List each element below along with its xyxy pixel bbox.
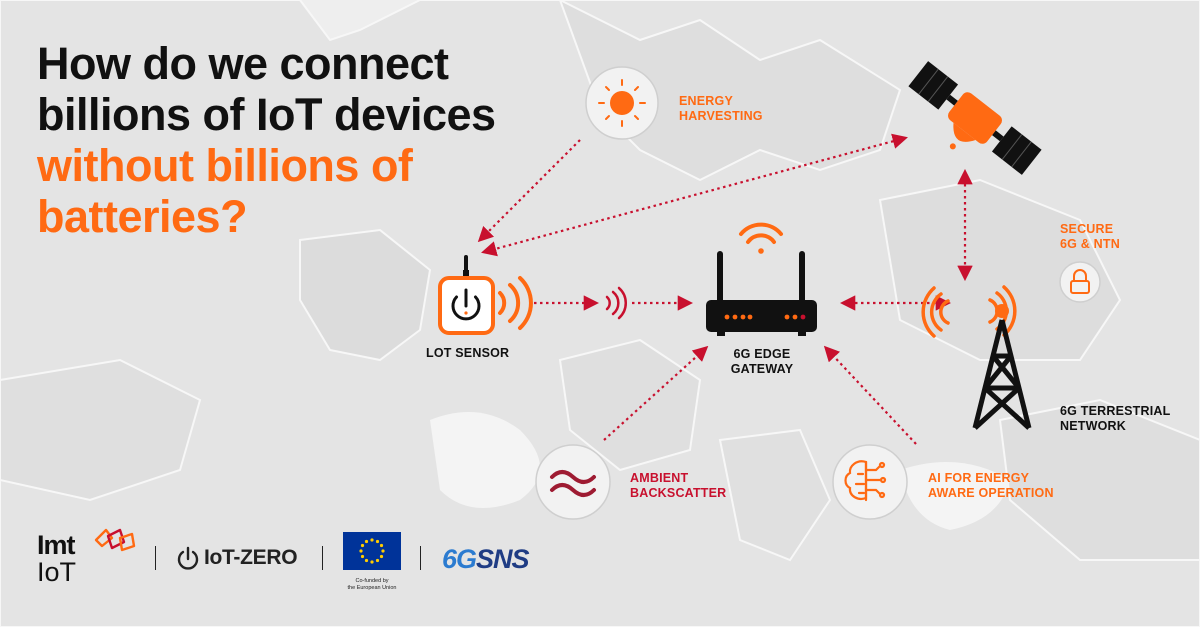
energy-harvesting-label-line-2: HARVESTING bbox=[679, 109, 763, 123]
wifi-icon bbox=[739, 222, 783, 254]
logo-divider-3 bbox=[420, 546, 421, 570]
edge-gateway-node bbox=[706, 222, 817, 336]
sensor-signal-waves-icon bbox=[498, 276, 533, 330]
lock-icon bbox=[1070, 269, 1090, 294]
edge-gateway-label-line-1: 6G EDGE bbox=[733, 347, 791, 361]
ai-energy-label: AI FOR ENERGY AWARE OPERATION bbox=[928, 471, 1054, 501]
iot-zero-logo-text: IoT-ZERO bbox=[204, 546, 298, 569]
connector-energy-to-sensor bbox=[477, 139, 581, 243]
eu-caption-line-2: the European Union bbox=[347, 584, 397, 591]
wave-icon bbox=[550, 470, 596, 497]
energy-harvesting-node bbox=[585, 66, 659, 140]
secure-label-line-1: SECURE bbox=[1060, 222, 1114, 236]
connector-backscatter-to-gateway bbox=[603, 345, 709, 441]
logo-divider-2 bbox=[322, 546, 323, 570]
ambient-backscatter-label: AMBIENT BACKSCATTER bbox=[630, 471, 726, 501]
power-sensor-icon bbox=[451, 288, 481, 321]
transmission-waves-icon bbox=[605, 286, 628, 320]
edge-gateway-label: 6G EDGE GATEWAY bbox=[719, 347, 805, 377]
terrestrial-network-label: 6G TERRESTRIAL NETWORK bbox=[1060, 404, 1170, 434]
eu-caption: Co-funded by the European Union bbox=[343, 578, 401, 591]
secure-label: SECURE 6G & NTN bbox=[1060, 222, 1120, 252]
eu-caption-line-1: Co-funded by bbox=[355, 578, 389, 584]
iot-sensor-label-text: LOT SENSOR bbox=[426, 346, 510, 360]
sun-icon bbox=[598, 79, 646, 127]
edge-gateway-label-line-2: GATEWAY bbox=[730, 362, 794, 376]
ai-energy-label-line-2: AWARE OPERATION bbox=[928, 486, 1054, 500]
connector-satellite-sensor bbox=[481, 133, 908, 257]
ambient-backscatter-label-line-1: AMBIENT bbox=[630, 471, 689, 485]
ai-energy-label-line-1: AI FOR ENERGY bbox=[928, 471, 1030, 485]
energy-harvesting-label: ENERGY HARVESTING bbox=[679, 94, 763, 124]
iot-sensor-label: LOT SENSOR bbox=[426, 346, 509, 361]
imt-iot-logo: Imt IoT bbox=[37, 532, 76, 586]
iot-zero-logo: IoT-ZERO bbox=[176, 546, 298, 570]
satellite-icon bbox=[908, 61, 1042, 175]
energy-harvesting-label-line-1: ENERGY bbox=[679, 94, 733, 108]
imt-logo-mark-icon bbox=[94, 528, 136, 552]
ambient-backscatter-label-line-2: BACKSCATTER bbox=[630, 486, 727, 500]
headline-line-2: billions of IoT devices bbox=[37, 89, 496, 140]
logo-divider-1 bbox=[155, 546, 156, 570]
power-logo-icon bbox=[177, 546, 199, 570]
router-icon bbox=[706, 251, 817, 336]
6g-sns-logo-prefix: 6G bbox=[442, 544, 477, 574]
ai-brain-icon bbox=[844, 460, 887, 502]
eu-flag-icon bbox=[343, 532, 401, 570]
imt-logo-text: Imt bbox=[37, 530, 76, 560]
eu-cofunded-logo: Co-funded by the European Union bbox=[343, 532, 401, 591]
secure-label-line-2: 6G & NTN bbox=[1060, 237, 1120, 251]
6g-sns-logo-suffix: SNS bbox=[476, 544, 530, 574]
iot-sensor-node bbox=[438, 255, 533, 335]
connector-ai-to-gateway bbox=[823, 345, 917, 445]
ai-energy-node bbox=[832, 444, 908, 520]
headline: How do we connect billions of IoT device… bbox=[37, 38, 557, 242]
iot-logo-text: IoT bbox=[37, 557, 77, 587]
6g-sns-logo: 6GSNS bbox=[442, 544, 530, 575]
terrestrial-network-label-line-2: NETWORK bbox=[1060, 419, 1126, 433]
secure-node bbox=[1059, 261, 1101, 303]
cell-tower-icon bbox=[972, 304, 1032, 430]
headline-line-3: without billions of bbox=[37, 140, 413, 191]
headline-line-4: batteries? bbox=[37, 191, 248, 242]
terrestrial-network-label-line-1: 6G TERRESTRIAL bbox=[1060, 404, 1171, 418]
ambient-backscatter-node bbox=[535, 444, 611, 520]
headline-line-1: How do we connect bbox=[37, 38, 449, 89]
terrestrial-network-node bbox=[921, 285, 1032, 430]
